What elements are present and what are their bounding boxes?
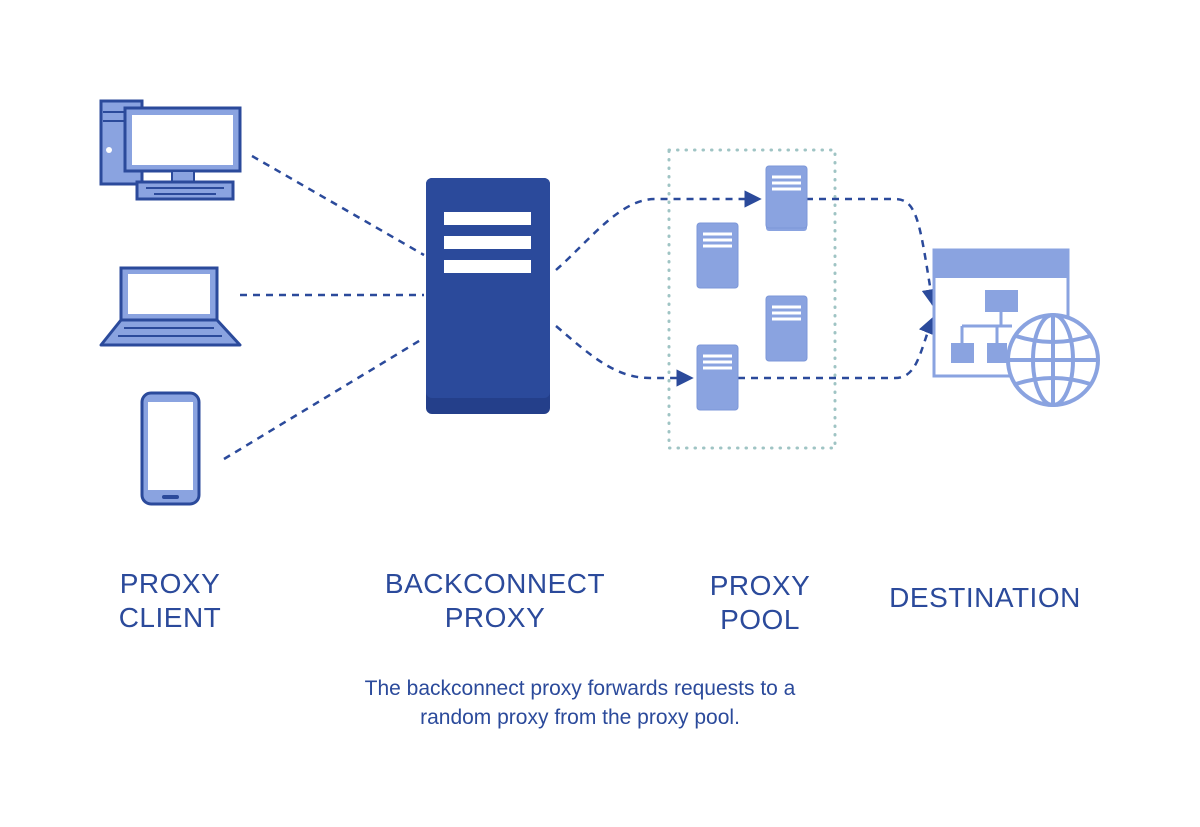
pool-server-icon xyxy=(765,295,808,362)
proxy-pool-label-line-1: PROXY xyxy=(709,570,811,601)
backconnect-proxy-label-line-1: BACKCONNECT xyxy=(384,568,606,599)
desktop-connection-line xyxy=(251,154,425,257)
backconnect-proxy-label: BACKCONNECT PROXY xyxy=(360,567,630,635)
destination-label: DESTINATION xyxy=(870,581,1100,615)
proxy-pool-border xyxy=(667,148,837,450)
pool-server-icon xyxy=(765,165,808,231)
routing-paths xyxy=(555,190,940,387)
caption-line-2: random proxy from the proxy pool. xyxy=(420,706,740,729)
caption-line-1: The backconnect proxy forwards requests … xyxy=(364,677,796,700)
server-tower-icon xyxy=(426,178,550,414)
proxy-pool-label-line-2: POOL xyxy=(720,604,800,635)
proxy-pool-label: PROXY POOL xyxy=(680,569,840,637)
phone-connection-line xyxy=(223,336,425,461)
laptop-icon xyxy=(99,266,242,347)
client-connection-lines xyxy=(223,154,425,461)
backconnect-proxy-label-line-2: PROXY xyxy=(444,602,546,633)
route-to-lower-pool-server xyxy=(555,325,694,387)
pool-server-icon xyxy=(696,222,739,289)
route-upper-to-destination xyxy=(806,197,940,307)
proxy-client-label-line-1: PROXY xyxy=(119,568,221,599)
globe-icon xyxy=(1006,313,1100,407)
smartphone-icon xyxy=(140,391,201,506)
desktop-computer-icon xyxy=(99,99,242,201)
pool-server-icon xyxy=(696,344,739,411)
diagram-caption: The backconnect proxy forwards requests … xyxy=(300,674,860,732)
route-to-upper-pool-server xyxy=(555,190,762,271)
route-lower-to-destination xyxy=(738,316,936,380)
destination-label-text: DESTINATION xyxy=(889,582,1081,613)
proxy-client-label: PROXY CLIENT xyxy=(90,567,250,635)
proxy-client-label-line-2: CLIENT xyxy=(118,602,222,633)
